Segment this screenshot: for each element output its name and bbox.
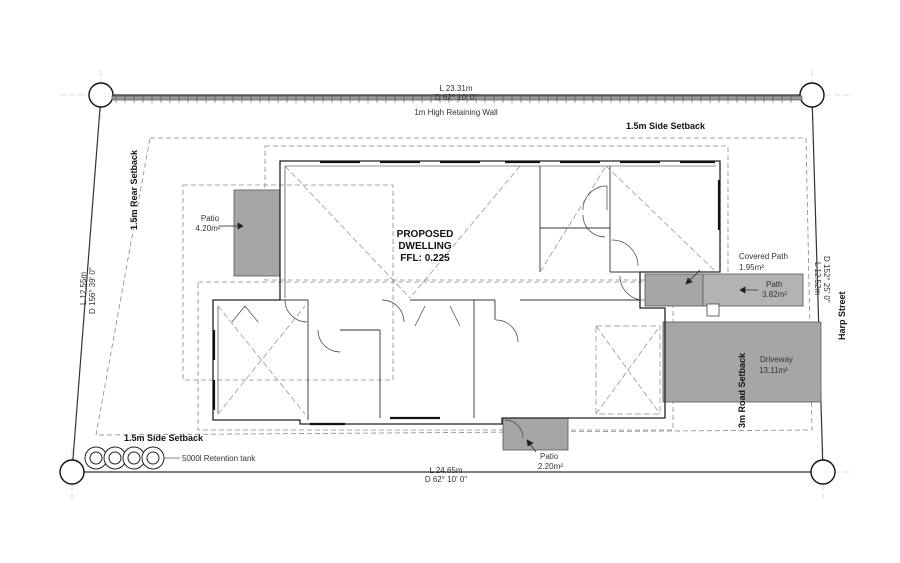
door-swings <box>231 185 645 439</box>
eave-line-lower <box>197 281 674 431</box>
driveway-name: Driveway <box>760 355 793 364</box>
covered-path-area <box>644 273 704 307</box>
windows <box>212 160 721 426</box>
road-setback-label: 3m Road Setback <box>737 352 747 428</box>
patio-left-name: Patio <box>201 214 220 223</box>
boundary-peg-bottom-right <box>810 459 836 485</box>
path-name: Path <box>766 280 782 289</box>
retaining-wall-label: 1m High Retaining Wall <box>414 108 498 117</box>
leader-arrows <box>220 222 758 453</box>
driveway-area <box>662 321 822 403</box>
boundary-peg-top-left <box>88 82 114 108</box>
patio-bottom-area <box>502 417 569 451</box>
boundary-peg-top-right <box>799 82 825 108</box>
dwelling-outline <box>212 160 721 425</box>
right-boundary-length: L 12.52m <box>813 262 822 295</box>
patio-bottom-name: Patio <box>540 452 559 461</box>
dwelling-walls <box>212 160 721 425</box>
bottom-boundary-length: L 24.65m <box>429 466 462 475</box>
rear-setback-label: 1.5m Rear Setback <box>129 149 139 230</box>
covered-path-area: 1.95m² <box>739 263 764 272</box>
side-setback-bottom-label: 1.5m Side Setback <box>124 433 204 443</box>
left-boundary-bearing: D 156° 39' 0" <box>88 267 97 314</box>
driveway-area: 13.11m² <box>759 366 788 375</box>
dwelling-title-line1: PROPOSED <box>397 229 454 240</box>
paved-areas <box>233 189 822 451</box>
eave-line-upper <box>264 145 729 281</box>
patio-bottom-area: 2.20m² <box>538 462 563 471</box>
meter-box <box>706 303 720 317</box>
patio-left-area <box>233 189 281 277</box>
patio-left-area: 4.20m² <box>196 224 221 233</box>
dwelling-ffl: FFL: 0.225 <box>400 253 450 264</box>
roof-lines <box>217 165 717 415</box>
path-area: 3.82m² <box>762 290 787 299</box>
bottom-boundary-bearing: D 62° 10' 0" <box>425 475 467 484</box>
boundary-pegs <box>59 82 836 485</box>
covered-path-name: Covered Path <box>739 252 788 261</box>
left-boundary-length: L 12.55m <box>79 272 88 305</box>
street-name: Harp Street <box>837 291 847 340</box>
eave-line-left <box>182 184 394 381</box>
retention-tank-label: 5000l Retention tank <box>182 454 256 463</box>
top-boundary-length: L 23.31m <box>439 84 472 93</box>
setback-outline <box>95 137 813 436</box>
dwelling-title-line2: DWELLING <box>398 241 452 252</box>
boundary-peg-bottom-left <box>59 459 85 485</box>
right-boundary-bearing: D 152° 25' 0" <box>822 256 831 303</box>
retention-tank <box>84 446 165 470</box>
top-boundary-bearing: D 62° 10' 0" <box>435 93 477 102</box>
interior-walls <box>280 166 640 420</box>
side-setback-top-label: 1.5m Side Setback <box>626 121 706 131</box>
retaining-wall <box>111 95 803 103</box>
